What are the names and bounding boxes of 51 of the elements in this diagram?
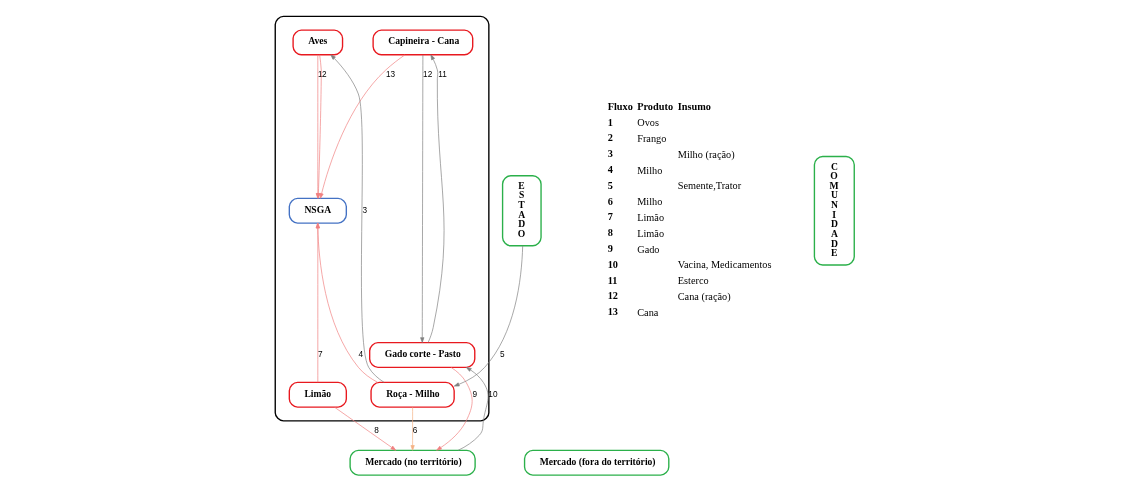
label: Insumo [677, 100, 711, 112]
label: 10 [607, 258, 618, 270]
label: Milho [637, 164, 663, 176]
node-box: Limão [288, 381, 347, 408]
label: 5 [607, 179, 613, 191]
label: 7 [607, 211, 613, 223]
arrow [315, 222, 378, 383]
label: Produto [637, 100, 674, 112]
label: 4 [607, 163, 613, 175]
label: 8 [607, 227, 613, 239]
arrow [436, 367, 473, 451]
label: 3 [607, 148, 613, 160]
node-box: Mercado (no território) [349, 449, 476, 476]
node-box: NSGA [288, 197, 347, 224]
label: 12 [607, 290, 618, 302]
arrow [334, 406, 397, 451]
label: Limão [637, 227, 665, 239]
node-box: Roça - Milho [370, 381, 455, 408]
cluster [274, 15, 490, 422]
label: 2 [607, 132, 613, 144]
arrow [453, 245, 524, 387]
arrow [457, 367, 489, 451]
label: Esterco [677, 275, 709, 287]
node-box: COMUNIDADE [813, 155, 855, 266]
arrow [319, 54, 406, 199]
label: 6 [607, 195, 613, 207]
arrow [427, 54, 445, 343]
label: 11 [607, 274, 618, 286]
arrow [315, 222, 320, 383]
node-box: Capineira - Cana [372, 29, 474, 56]
arrow [420, 54, 425, 343]
label: Gado [637, 243, 660, 255]
node-box: ESTADO [501, 175, 542, 247]
label: 1 [607, 116, 613, 128]
label: 9 [607, 242, 613, 254]
label: Cana [637, 306, 659, 318]
label: Frango [637, 133, 667, 145]
node-box: Mercado (fora do território) [523, 449, 670, 476]
label: Ovos [637, 117, 659, 129]
arrow [410, 407, 415, 451]
node-box: Gado corte - Pasto [369, 341, 476, 368]
label: Semente,Trator [677, 180, 742, 192]
label: Milho [637, 196, 663, 208]
label: 13 [607, 306, 618, 318]
label: Milho (ração) [677, 148, 735, 160]
label: Vacina, Medicamentos [677, 259, 772, 271]
label: Limão [637, 212, 665, 224]
node-box: Aves [292, 29, 344, 56]
label: Fluxo [607, 100, 633, 112]
arrow [330, 54, 385, 383]
label: Cana (ração) [677, 291, 731, 303]
